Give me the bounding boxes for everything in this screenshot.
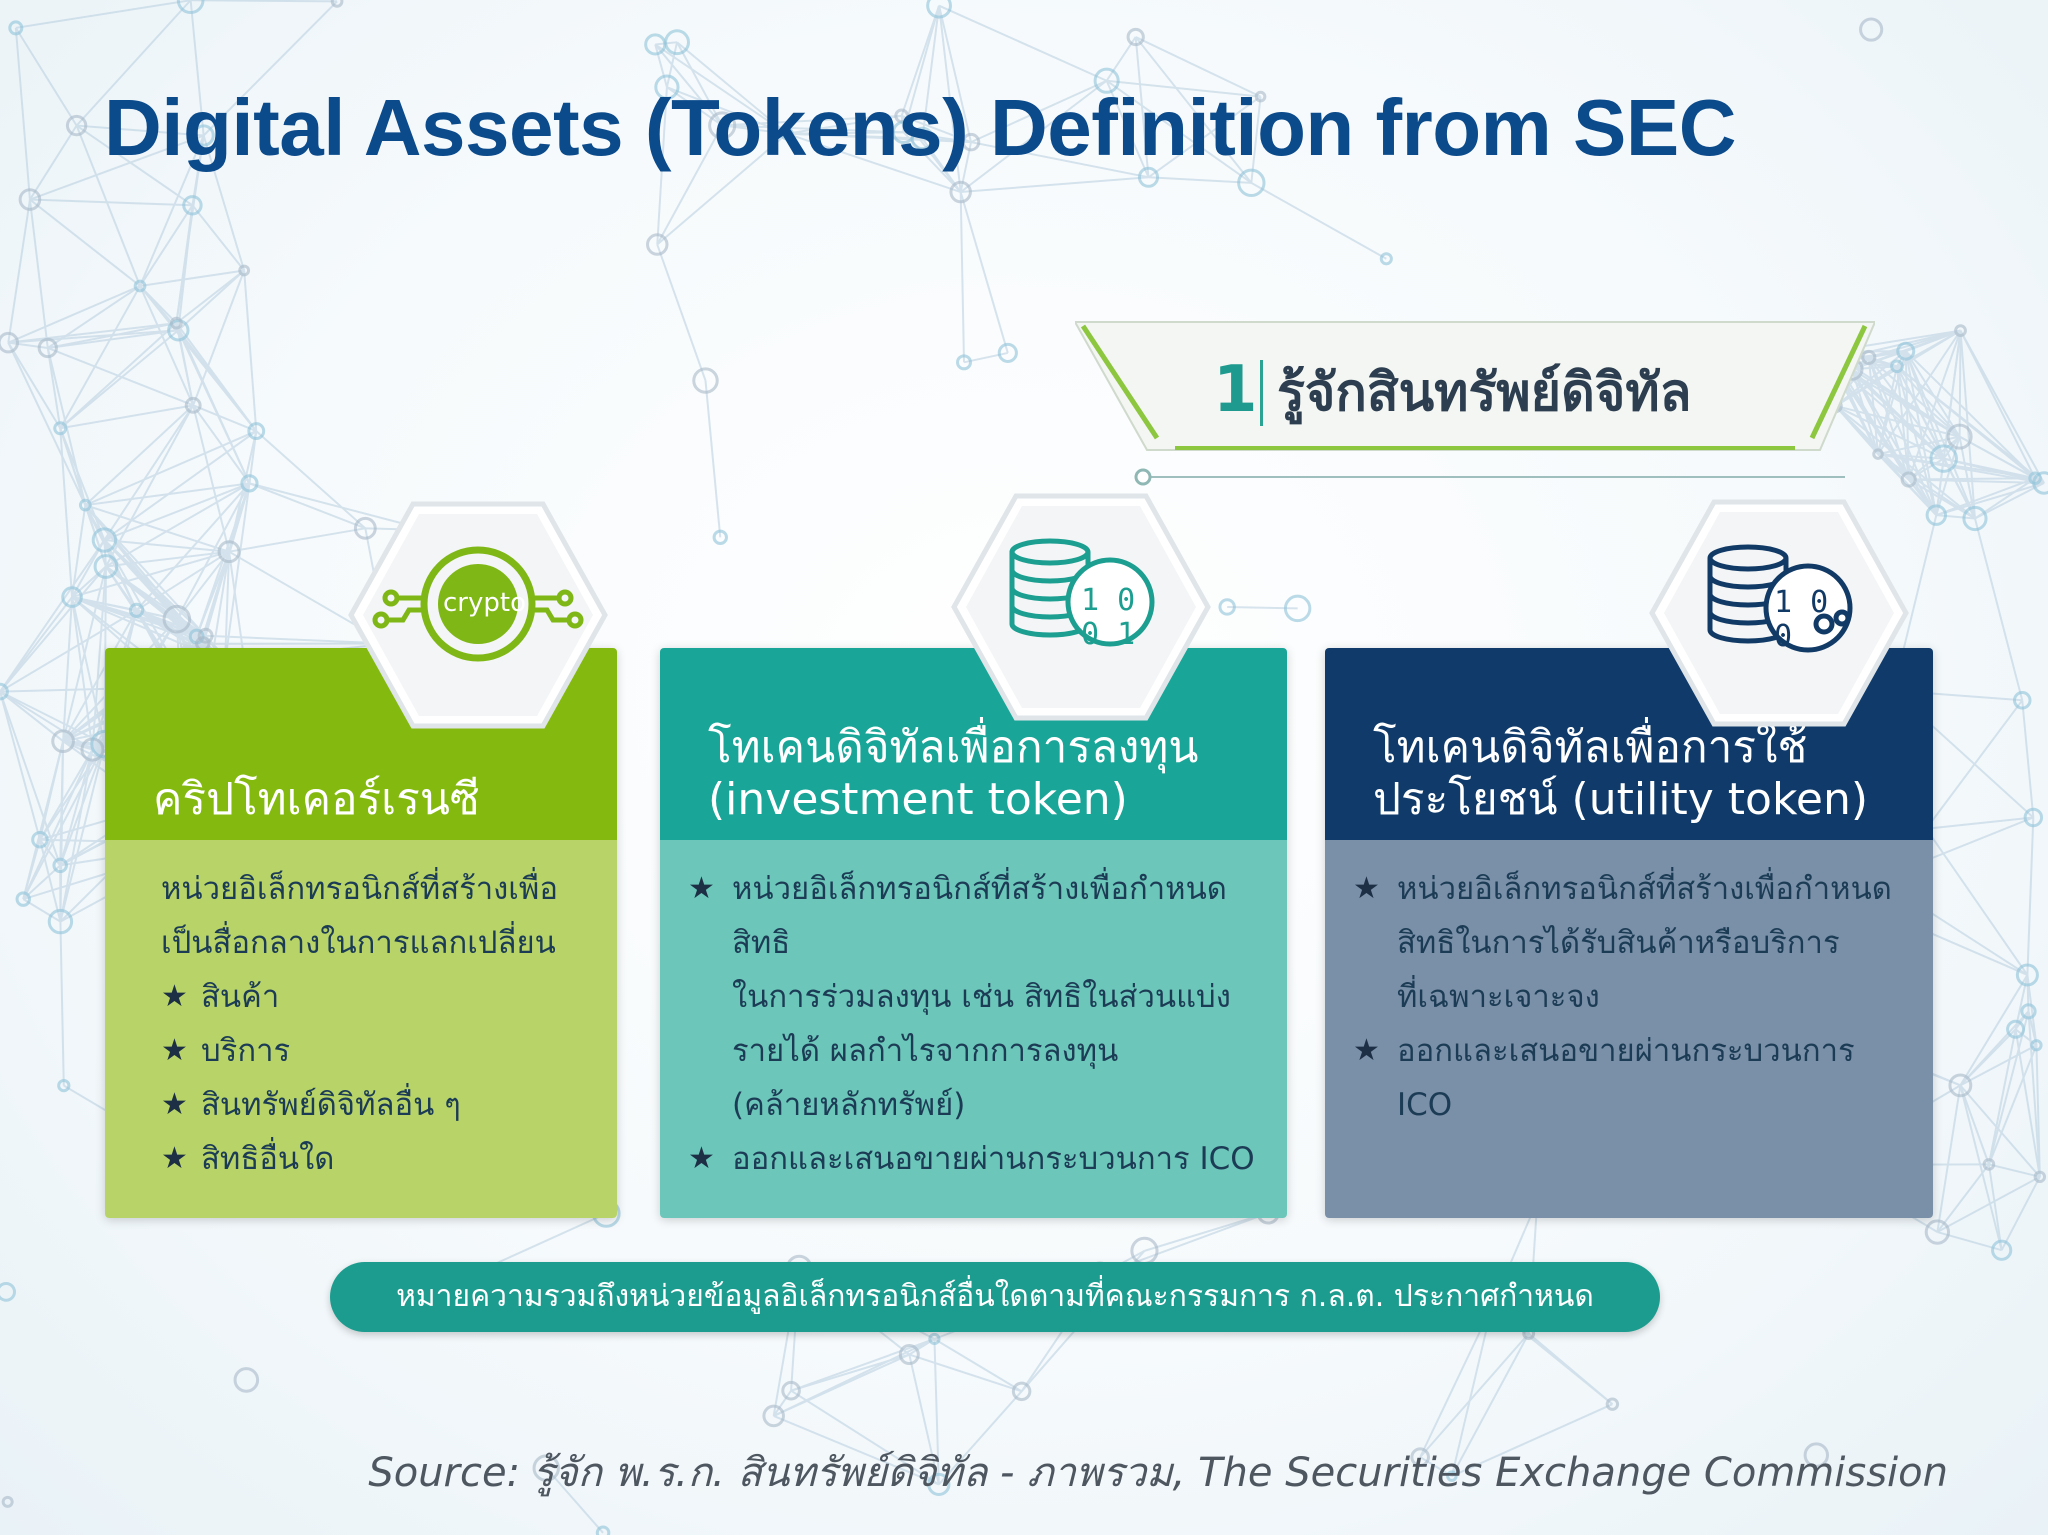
star-icon: ★ bbox=[1353, 1033, 1380, 1068]
bullet-item: ★ ออกและเสนอขายผ่านกระบวนการ ICO bbox=[660, 1132, 1287, 1186]
bullet-text: (คล้ายหลักทรัพย์) bbox=[732, 1087, 966, 1123]
definition-note: หมายความรวมถึงหน่วยข้อมูลอิเล็กทรอนิกส์อ… bbox=[330, 1262, 1660, 1332]
bullet-text: สินค้า bbox=[201, 979, 280, 1015]
card-text-line: หน่วยอิเล็กทรอนิกส์ที่สร้างเพื่อ bbox=[161, 871, 558, 907]
banner-title: รู้จักสินทรัพย์ดิจิทัล bbox=[1277, 363, 1692, 423]
bullet-item: ★ ออกและเสนอขายผ่านกระบวนการ ICO bbox=[1325, 1024, 1933, 1132]
bullet-text: หน่วยอิเล็กทรอนิกส์ที่สร้างเพื่อกำหนดสิท… bbox=[732, 871, 1227, 961]
star-icon: ★ bbox=[161, 979, 188, 1014]
star-icon: ★ bbox=[161, 1087, 188, 1122]
banner-shape bbox=[1075, 321, 1875, 486]
card-body: หน่วยอิเล็กทรอนิกส์ที่สร้างเพื่อ เป็นสื่… bbox=[105, 840, 617, 1218]
crypto-label: crypto bbox=[443, 588, 526, 618]
card-header: คริปโทเคอร์เรนซี bbox=[105, 648, 617, 840]
banner-number: 1 bbox=[1213, 353, 1258, 427]
bullet-text: บริการ bbox=[201, 1033, 291, 1069]
star-icon: ★ bbox=[1353, 871, 1380, 906]
bullet-text: สิทธิอื่นใด bbox=[201, 1141, 335, 1177]
card-cryptocurrency: คริปโทเคอร์เรนซี หน่วยอิเล็กทรอนิกส์ที่ส… bbox=[105, 648, 617, 1218]
star-icon: ★ bbox=[688, 1141, 715, 1176]
card-body: ★ หน่วยอิเล็กทรอนิกส์ที่สร้างเพื่อกำหนด … bbox=[1325, 840, 1933, 1218]
star-icon: ★ bbox=[161, 1141, 188, 1176]
bullet-text: สินทรัพย์ดิจิทัลอื่น ๆ bbox=[201, 1087, 461, 1123]
card-title-line: (investment token) bbox=[708, 774, 1128, 825]
star-icon: ★ bbox=[161, 1033, 188, 1068]
binary-row: 1 0 bbox=[1774, 585, 1829, 620]
card-title: โทเคนดิจิทัลเพื่อการลงทุน (investment to… bbox=[708, 722, 1199, 826]
page-title: Digital Assets (Tokens) Definition from … bbox=[104, 83, 1737, 172]
card-body: ★ หน่วยอิเล็กทรอนิกส์ที่สร้างเพื่อกำหนดส… bbox=[660, 840, 1287, 1218]
crypto-chip-icon: crypto bbox=[347, 498, 609, 732]
bullet-text: ที่เฉพาะเจาะจง bbox=[1397, 979, 1600, 1015]
card-title-line: โทเคนดิจิทัลเพื่อการลงทุน bbox=[708, 722, 1199, 773]
binary-row: 1 0 bbox=[1081, 583, 1136, 618]
binary-row: 0 bbox=[1774, 619, 1793, 654]
section-banner: 1 รู้จักสินทรัพย์ดิจิทัล bbox=[1075, 320, 1875, 500]
bullet-item: ★ สินค้า bbox=[105, 970, 617, 1024]
card-utility-token: โทเคนดิจิทัลเพื่อการใช้ ประโยชน์ (utilit… bbox=[1325, 648, 1933, 1218]
bullet-item: ★ หน่วยอิเล็กทรอนิกส์ที่สร้างเพื่อกำหนด … bbox=[1325, 862, 1933, 1024]
bullet-text: ออกและเสนอขายผ่านกระบวนการ ICO bbox=[1397, 1033, 1855, 1123]
source-citation: Source: รู้จัก พ.ร.ก. สินทรัพย์ดิจิทัล -… bbox=[368, 1450, 1948, 1496]
star-icon: ★ bbox=[688, 871, 715, 906]
bullet-text: ในการร่วมลงทุน เช่น สิทธิในส่วนแบ่ง bbox=[732, 979, 1231, 1015]
card-title-line: ประโยชน์ (utility token) bbox=[1373, 774, 1868, 825]
card-title-line: คริปโทเคอร์เรนซี bbox=[153, 774, 480, 825]
card-investment-token: โทเคนดิจิทัลเพื่อการลงทุน (investment to… bbox=[660, 648, 1287, 1218]
binary-row: 0 1 bbox=[1081, 617, 1136, 652]
bullet-item: ★ สินทรัพย์ดิจิทัลอื่น ๆ bbox=[105, 1078, 617, 1132]
bullet-text: ออกและเสนอขายผ่านกระบวนการ ICO bbox=[732, 1141, 1255, 1177]
banner-divider bbox=[1260, 360, 1263, 426]
bullet-item: ★ บริการ bbox=[105, 1024, 617, 1078]
card-title-line: โทเคนดิจิทัลเพื่อการใช้ bbox=[1373, 722, 1808, 773]
bullet-text: สิทธิในการได้รับสินค้าหรือบริการ bbox=[1397, 925, 1840, 961]
card-title: คริปโทเคอร์เรนซี bbox=[153, 774, 480, 826]
bullet-text: หน่วยอิเล็กทรอนิกส์ที่สร้างเพื่อกำหนด bbox=[1397, 871, 1892, 907]
card-title: โทเคนดิจิทัลเพื่อการใช้ ประโยชน์ (utilit… bbox=[1373, 722, 1868, 826]
card-header: โทเคนดิจิทัลเพื่อการลงทุน (investment to… bbox=[660, 648, 1287, 840]
bullet-text: รายได้ ผลกำไรจากการลงทุน bbox=[732, 1033, 1119, 1069]
bullet-item: ★ หน่วยอิเล็กทรอนิกส์ที่สร้างเพื่อกำหนดส… bbox=[660, 862, 1287, 1132]
bullet-item: ★ สิทธิอื่นใด bbox=[105, 1132, 617, 1186]
card-text-line: เป็นสื่อกลางในการแลกเปลี่ยน bbox=[161, 925, 556, 961]
